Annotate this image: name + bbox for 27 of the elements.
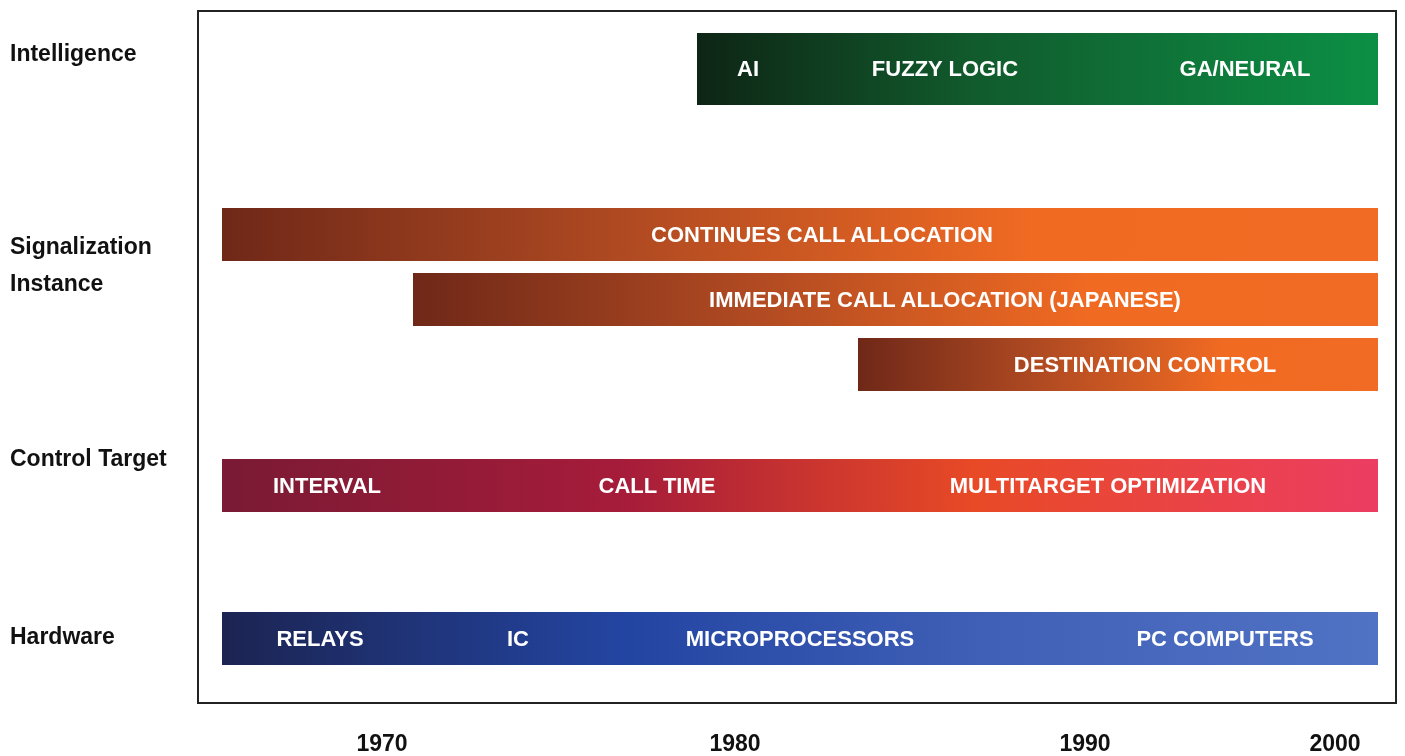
timeline-bar: [697, 33, 1378, 105]
bar-label: GA/NEURAL: [1179, 56, 1311, 82]
timeline-bar: [222, 208, 1378, 261]
bar-label: INTERVAL: [273, 472, 381, 499]
bar-label: AI: [737, 56, 759, 82]
timeline-bar: [413, 273, 1378, 326]
bar-label: DESTINATION CONTROL: [1013, 351, 1277, 378]
row-label: Intelligence: [10, 39, 138, 68]
timeline-bar: [222, 612, 1378, 665]
bar-label: MULTITARGET OPTIMIZATION: [949, 472, 1267, 499]
bar-label: RELAYS: [276, 625, 364, 652]
year-label: 1970: [356, 729, 408, 756]
row-label: Control Target: [10, 444, 168, 473]
bar-label: CALL TIME: [598, 472, 716, 499]
bar-label: IC: [507, 625, 529, 652]
bar-label: FUZZY LOGIC: [871, 56, 1019, 82]
bar-label: CONTINUES CALL ALLOCATION: [651, 221, 993, 248]
row-label: Hardware: [10, 622, 116, 651]
year-label: 1980: [709, 729, 761, 756]
bar-label: IMMEDIATE CALL ALLOCATION (JAPANESE): [709, 286, 1181, 313]
bar-label: MICROPROCESSORS: [685, 625, 915, 652]
row-label: Signalization Instance: [10, 232, 153, 298]
timeline-bar: [858, 338, 1378, 391]
bar-label: PC COMPUTERS: [1136, 625, 1314, 652]
year-label: 1990: [1059, 729, 1111, 756]
timeline-bar: [222, 459, 1378, 512]
year-label: 2000: [1309, 729, 1361, 756]
